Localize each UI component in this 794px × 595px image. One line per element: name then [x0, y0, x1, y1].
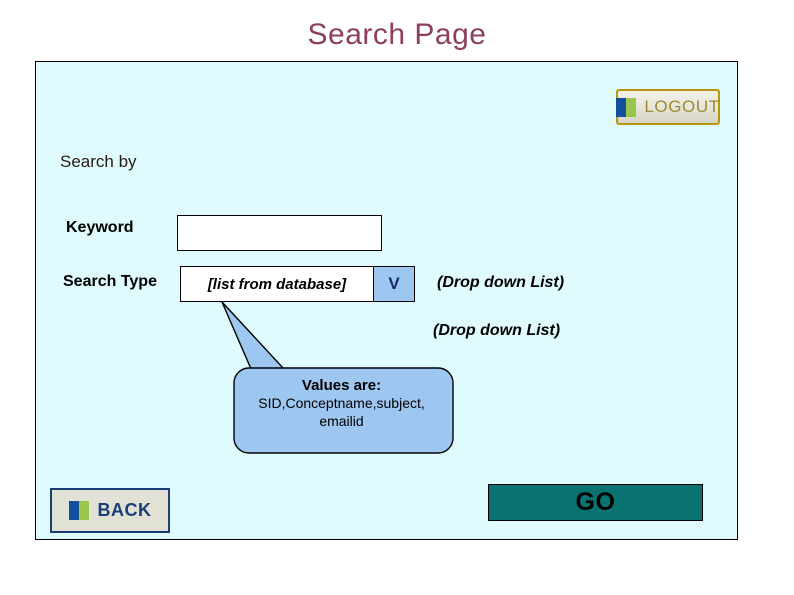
search-type-label: Search Type [63, 273, 157, 290]
page-title: Search Page [307, 18, 487, 51]
dropdown-note-primary: (Drop down List) [437, 274, 565, 291]
callout-title: Values are: [301, 377, 382, 394]
callout-shape [221, 301, 454, 454]
callout-text: Values are: SID,Conceptname,subject, ema… [234, 376, 449, 431]
two-bars-icon [616, 97, 637, 117]
dropdown-note-secondary: (Drop down List) [433, 322, 561, 339]
search-type-dropdown[interactable]: [list from database] V [180, 266, 415, 302]
go-button[interactable]: GO [488, 484, 703, 521]
callout-body-line-2: emailid [319, 413, 364, 430]
back-button[interactable]: BACK [50, 488, 170, 533]
values-callout: Values are: SID,Conceptname,subject, ema… [218, 296, 460, 458]
callout-body-line-1: SID,Conceptname,subject, [258, 395, 425, 412]
back-button-label: BACK [97, 500, 152, 520]
search-type-selected-value: [list from database] [207, 275, 347, 293]
two-bars-icon [68, 501, 90, 520]
search-by-label: Search by [60, 152, 137, 171]
go-button-label: GO [575, 488, 616, 516]
keyword-label: Keyword [66, 219, 134, 236]
keyword-input[interactable] [177, 215, 382, 251]
chevron-down-icon[interactable]: V [373, 267, 414, 301]
logout-button-label: LOGOUT [644, 97, 720, 116]
logout-button[interactable]: LOGOUT [616, 89, 720, 125]
